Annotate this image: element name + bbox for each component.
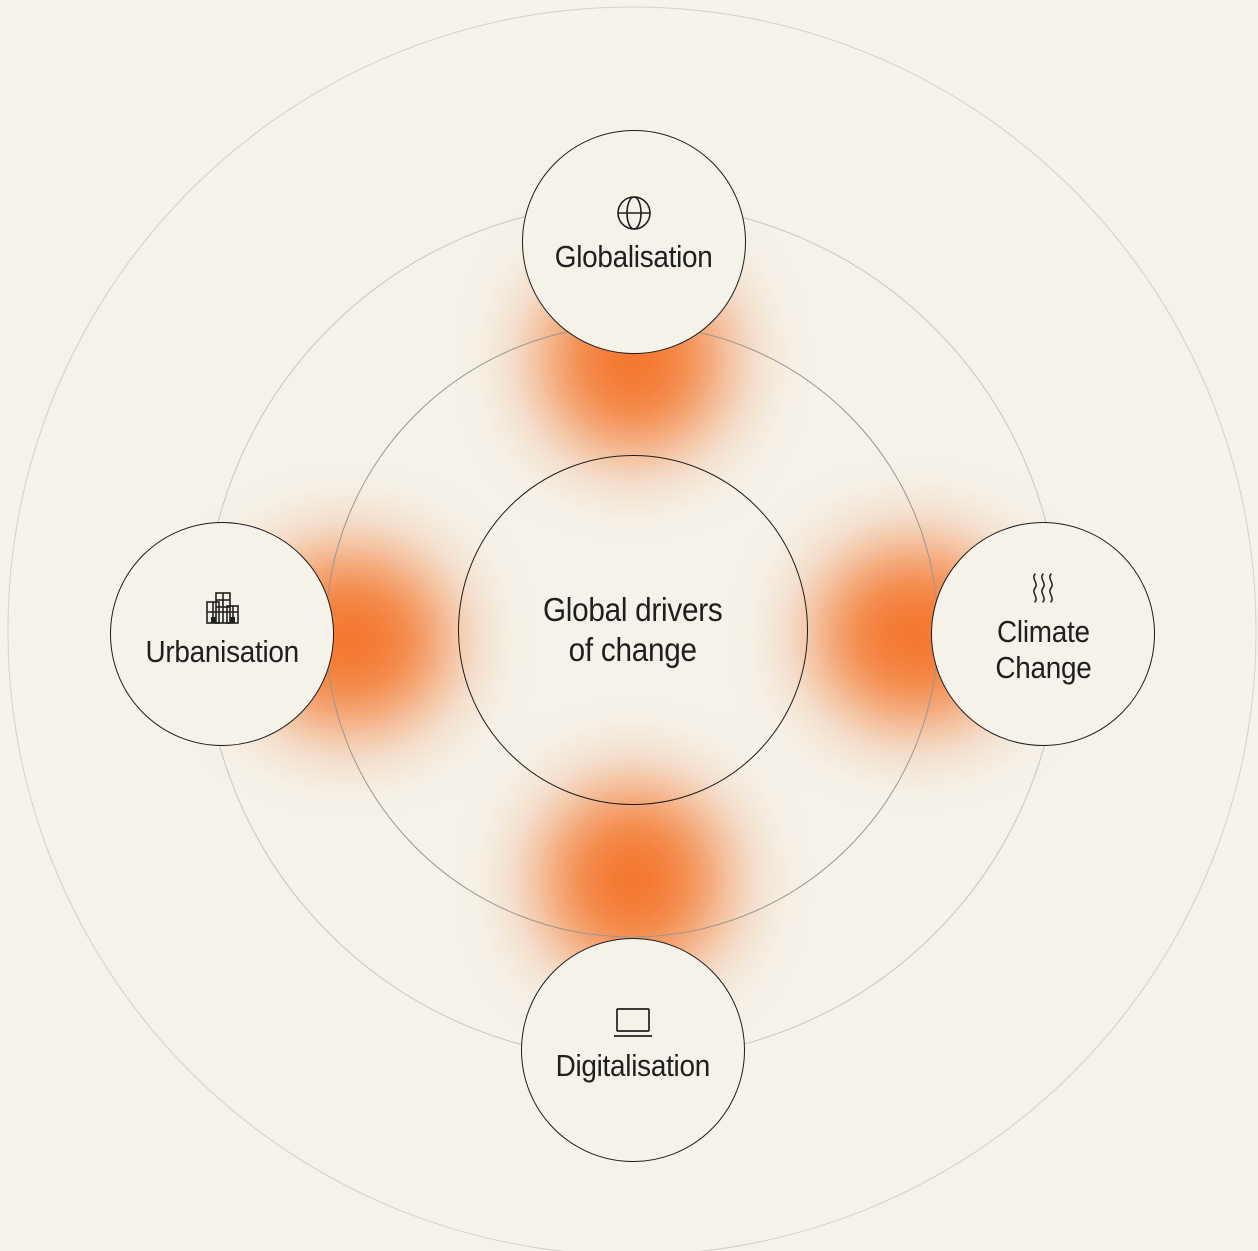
heat-waves-icon (1033, 573, 1053, 603)
driver-label-climate-change: Climate Change (994, 614, 1092, 685)
driver-label-globalisation: Globalisation (555, 239, 713, 274)
driver-label-urbanisation: Urbanisation (145, 634, 299, 669)
driver-climate-change[interactable]: Climate Change (931, 522, 1155, 746)
center-label: Global drivers of change (543, 591, 723, 668)
driver-globalisation[interactable]: Globalisation (522, 130, 746, 354)
center-circle: Global drivers of change (458, 455, 808, 805)
driver-digitalisation[interactable]: Digitalisation (521, 938, 745, 1162)
driver-label-digitalisation: Digitalisation (555, 1048, 711, 1083)
laptop-icon (614, 1008, 652, 1037)
driver-urbanisation[interactable]: Urbanisation (110, 522, 334, 746)
globe-icon (617, 196, 651, 230)
glow-bottom (541, 785, 725, 975)
buildings-icon (206, 592, 239, 624)
outer-ring (7, 6, 1257, 1251)
